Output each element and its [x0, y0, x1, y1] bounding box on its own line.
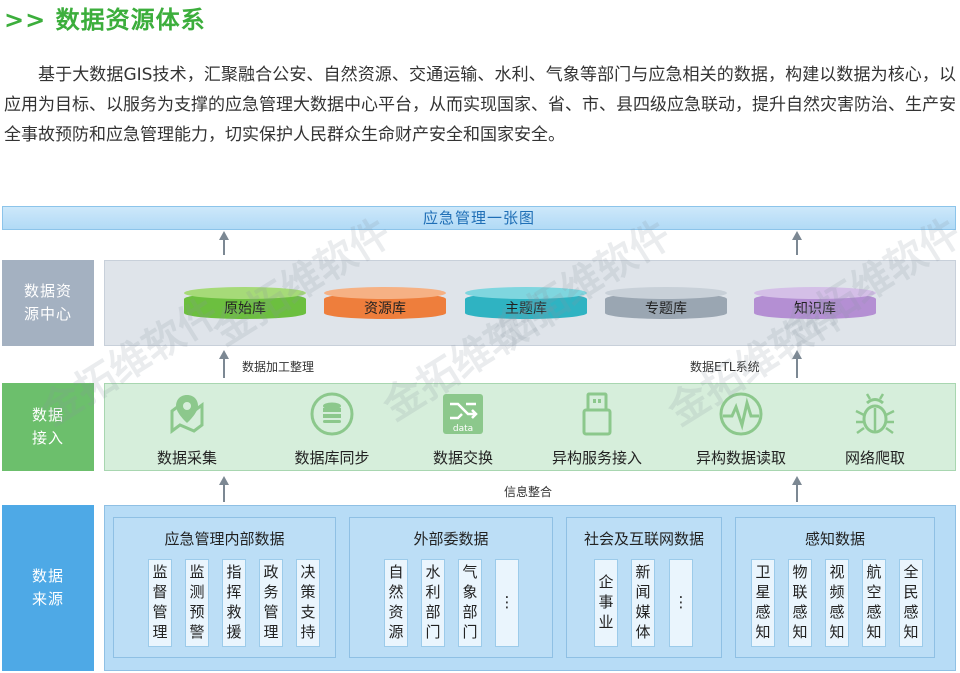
source-group: 外部委数据自然资源 水利部门 气象部门 ⋮ [349, 517, 553, 658]
source-item: 视频感知 [825, 559, 849, 647]
arrow-up-icon [219, 231, 229, 255]
source-group: 感知数据卫星感知 物联感知 视频感知 航空感知 全民感知 [735, 517, 935, 658]
source-item-label: 监测预警 [189, 563, 205, 641]
source-item-label: 航空感知 [866, 563, 882, 641]
source-item: 决策支持 [296, 559, 320, 647]
map-pin-icon [164, 391, 210, 437]
label-data-processing: 数据加工整理 [242, 360, 315, 374]
source-item-label: 政务管理 [263, 563, 279, 641]
access-method: 数据库同步 [267, 391, 397, 468]
source-item-label: 视频感知 [829, 563, 845, 641]
database-label: 原始库 [224, 301, 266, 317]
row-label-source-text: 数据来源 [31, 567, 64, 608]
arrow-up-icon [219, 350, 229, 378]
database-cylinder: 知识库 [754, 287, 876, 319]
row-label-source: 数据来源 [2, 505, 94, 671]
arrow-up-icon [792, 350, 802, 378]
source-item: 新闻媒体 [631, 559, 655, 647]
source-group: 应急管理内部数据监督管理 监测预警 指挥救援 政务管理 决策支持 [113, 517, 336, 658]
row-label-access: 数据接入 [2, 383, 94, 471]
access-method-label: 数据交换 [432, 449, 493, 467]
source-item: 物联感知 [788, 559, 812, 647]
source-item-label: 自然资源 [388, 563, 404, 641]
cylinder-top [465, 287, 587, 299]
top-bar-emergency-map: 应急管理一张图 [2, 206, 956, 230]
source-item-label: 物联感知 [792, 563, 808, 641]
bug-icon [852, 391, 898, 437]
arrow-up-icon [792, 231, 802, 255]
source-item: 政务管理 [259, 559, 283, 647]
source-group-title: 社会及互联网数据 [583, 530, 704, 548]
access-method: 网络爬取 [810, 391, 940, 468]
source-item-label: 全民感知 [903, 563, 919, 641]
cylinder-top [605, 287, 727, 299]
source-panel [104, 505, 956, 671]
source-item-label: 新闻媒体 [635, 563, 651, 641]
svg-text:data: data [453, 424, 473, 434]
database-sync-icon [309, 391, 355, 437]
source-item: 水利部门 [421, 559, 445, 647]
access-method: 数据采集 [122, 391, 252, 468]
database-label: 主题库 [505, 301, 547, 317]
database-cylinder: 资源库 [324, 287, 446, 319]
database-cylinder: 原始库 [184, 287, 306, 319]
more-ellipsis-icon: ⋮ [495, 559, 519, 647]
source-item: 卫星感知 [751, 559, 775, 647]
more-ellipsis-icon: ⋮ [669, 559, 693, 647]
cylinder-top [184, 287, 306, 299]
access-panel [104, 383, 956, 471]
arrow-up-icon [219, 476, 229, 502]
database-label: 资源库 [364, 301, 406, 317]
database-label: 专题库 [645, 301, 687, 317]
intro-paragraph: 基于大数据GIS技术，汇聚融合公安、自然资源、交通运输、水利、气象等部门与应急相… [4, 65, 956, 145]
page-title: >> 数据资源体系 [4, 6, 206, 34]
access-method: 异构服务接入 [532, 391, 662, 468]
access-method-label: 异构数据读取 [695, 449, 786, 467]
cylinder-top [754, 287, 876, 299]
label-info-integration: 信息整合 [504, 485, 553, 499]
usb-plug-icon [574, 391, 620, 437]
pulse-icon [718, 391, 764, 437]
source-item: 企事业 [594, 559, 618, 647]
access-method-label: 数据库同步 [294, 449, 370, 467]
database-cylinder: 主题库 [465, 287, 587, 319]
source-item: 全民感知 [899, 559, 923, 647]
source-item: 指挥救援 [222, 559, 246, 647]
row-label-center: 数据资源中心 [2, 260, 94, 346]
source-item-label: ⋮ [673, 593, 689, 611]
data-exchange-icon: data [440, 391, 486, 437]
source-item: 监督管理 [148, 559, 172, 647]
database-label: 知识库 [794, 301, 836, 317]
source-item-label: 监督管理 [152, 563, 168, 641]
arrow-up-icon [792, 476, 802, 502]
access-method: data 数据交换 [398, 391, 528, 468]
access-method-label: 网络爬取 [844, 449, 905, 467]
source-item: 监测预警 [185, 559, 209, 647]
source-item-label: 水利部门 [425, 563, 441, 641]
source-item: 自然资源 [384, 559, 408, 647]
source-item-label: ⋮ [499, 593, 515, 611]
cylinder-top [324, 287, 446, 299]
access-method-label: 数据采集 [156, 449, 217, 467]
source-group-title: 外部委数据 [413, 530, 489, 548]
source-group-title: 应急管理内部数据 [164, 530, 285, 548]
source-group-title: 感知数据 [804, 530, 865, 548]
row-label-center-text: 数据资源中心 [23, 282, 72, 323]
source-item-label: 企事业 [598, 573, 614, 631]
database-cylinder: 专题库 [605, 287, 727, 319]
source-item: 航空感知 [862, 559, 886, 647]
source-item-label: 气象部门 [462, 563, 478, 641]
access-method: 异构数据读取 [676, 391, 806, 468]
source-item-label: 决策支持 [300, 563, 316, 641]
source-item: 气象部门 [458, 559, 482, 647]
source-group: 社会及互联网数据企事业 新闻媒体 ⋮ [566, 517, 722, 658]
source-item-label: 卫星感知 [755, 563, 771, 641]
access-method-label: 异构服务接入 [551, 449, 642, 467]
row-label-access-text: 数据接入 [31, 406, 64, 447]
label-etl-system: 数据ETL系统 [690, 360, 760, 374]
source-item-label: 指挥救援 [226, 563, 242, 641]
